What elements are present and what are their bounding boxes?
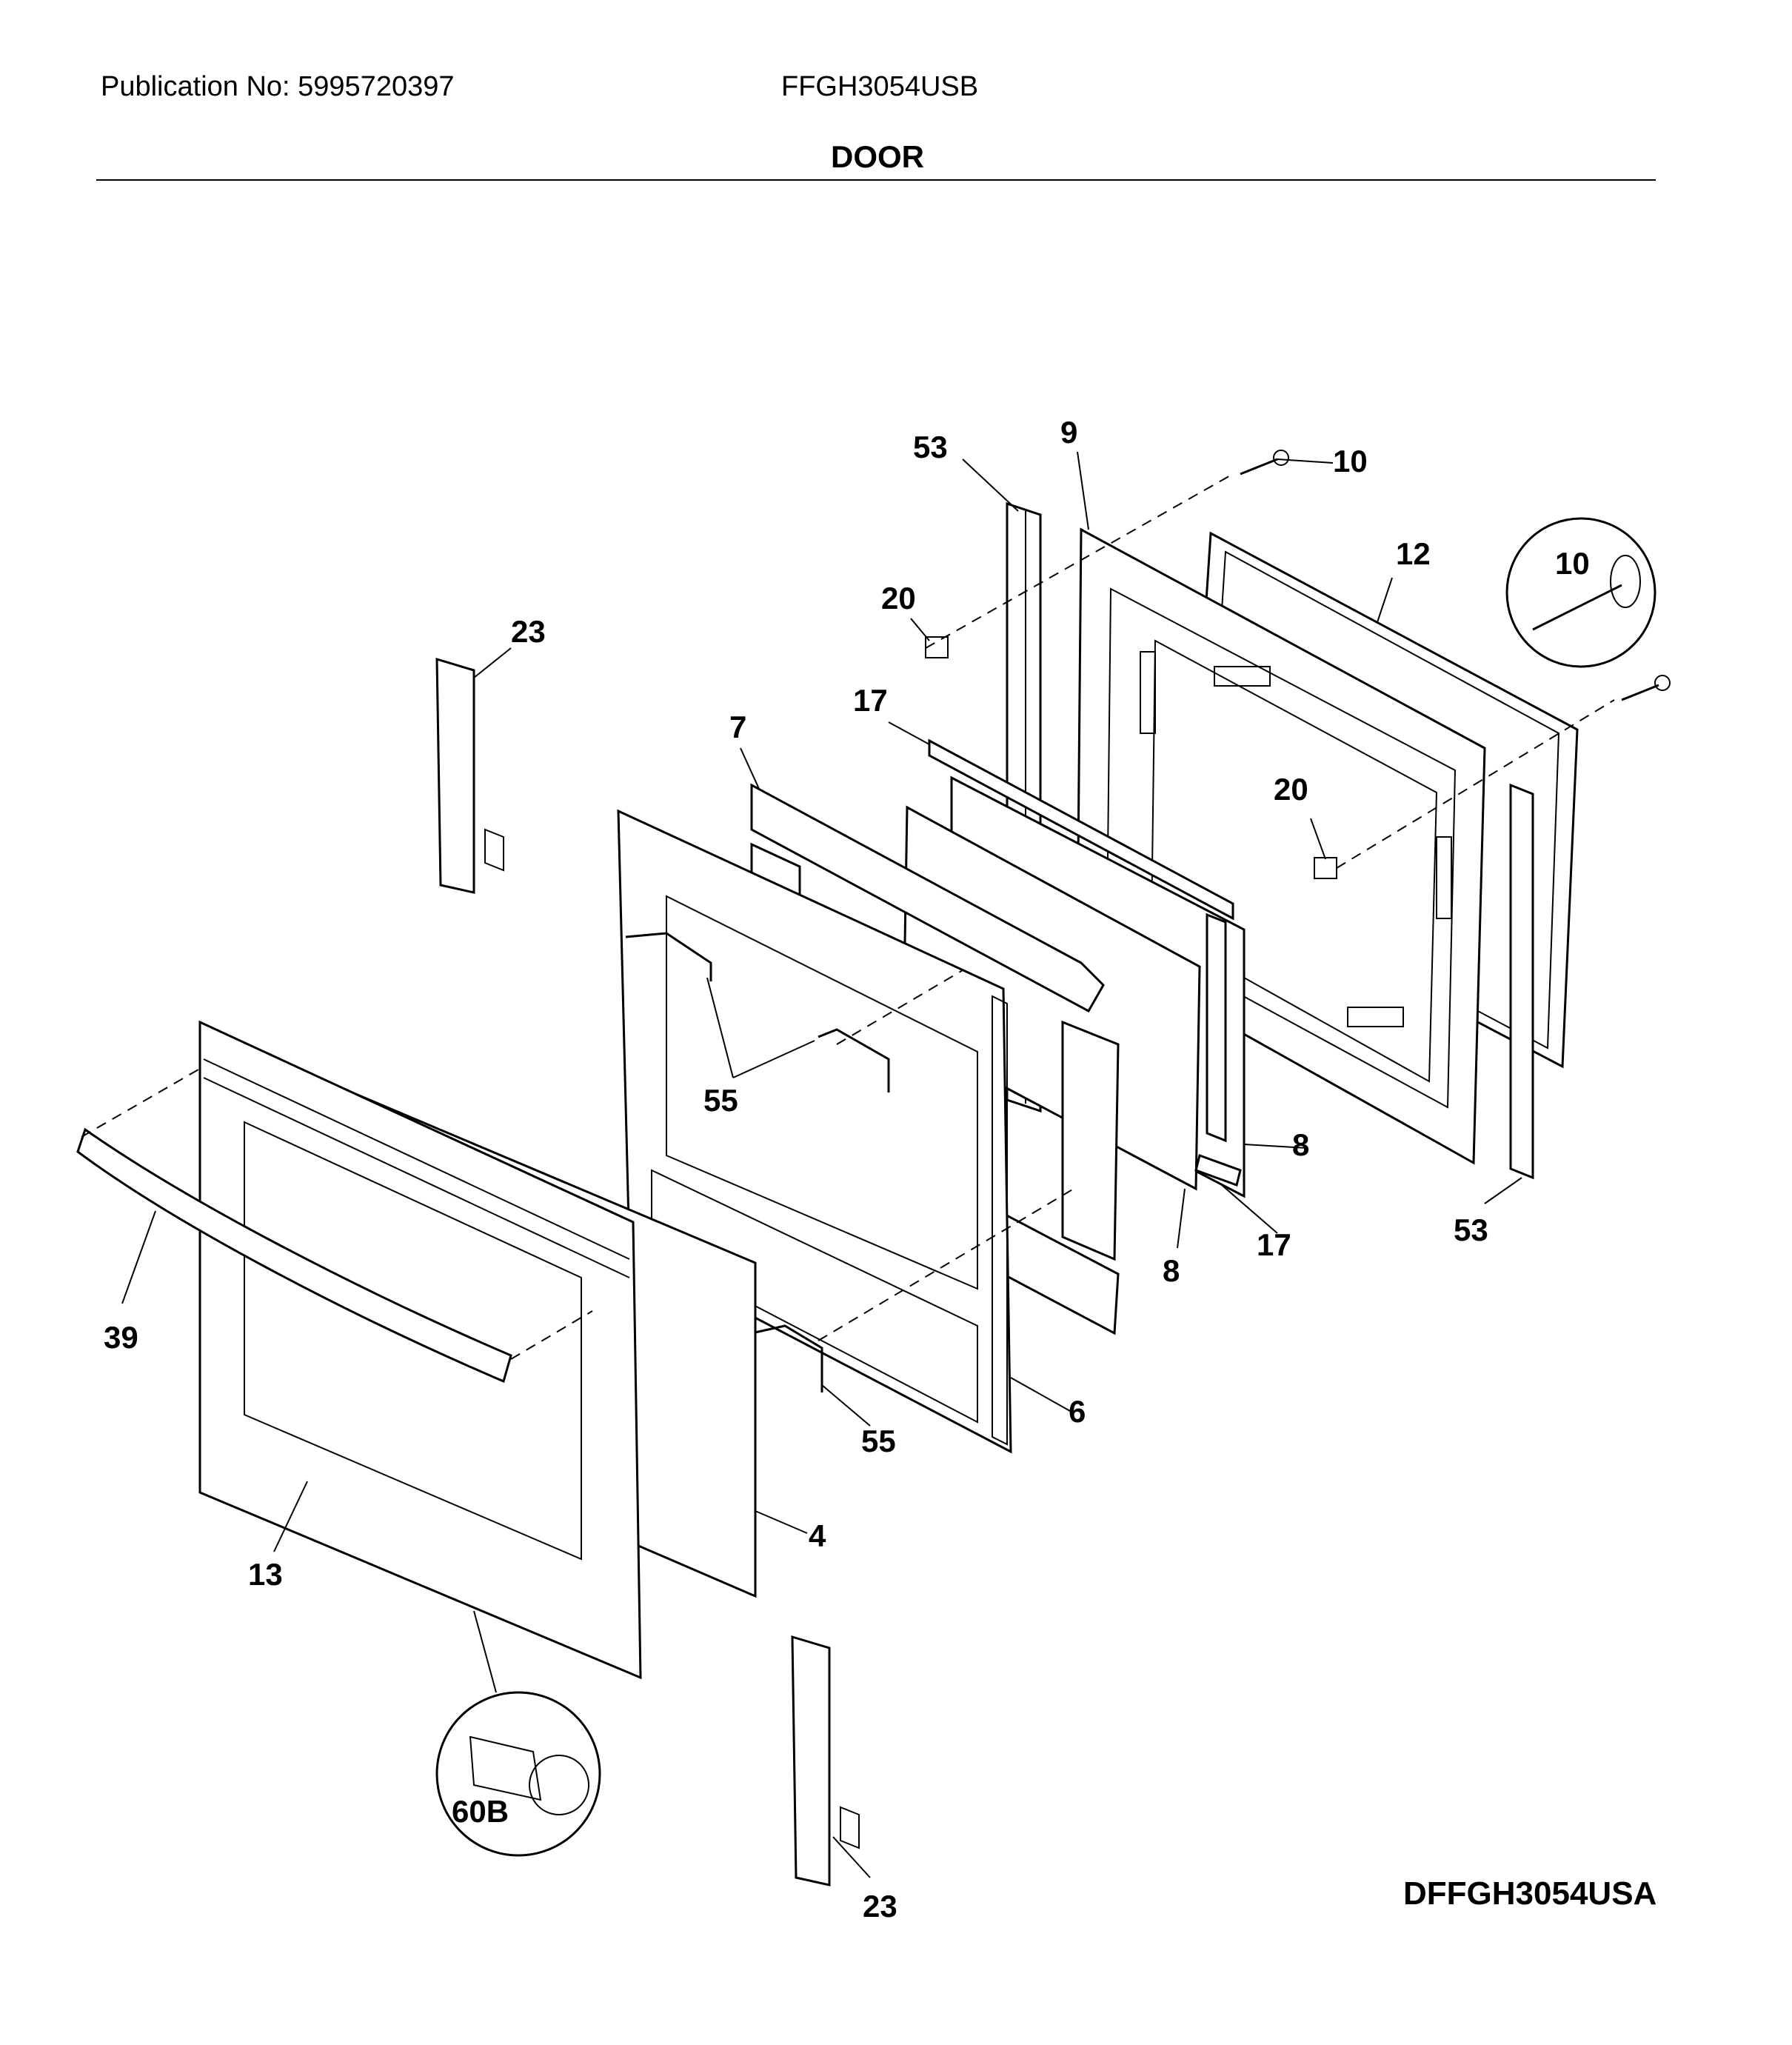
- alignment-lines: [81, 473, 1615, 1360]
- part-23-hinge-top: [435, 657, 504, 894]
- part-10-screw-detail: [1505, 517, 1656, 668]
- callout-39: 39: [104, 1320, 138, 1355]
- callout-53-bottom: 53: [1454, 1212, 1488, 1247]
- callout-17-bottom: 17: [1257, 1227, 1291, 1262]
- callout-8-bottom: 8: [1163, 1253, 1180, 1288]
- part-55-brackets: [625, 932, 890, 1392]
- part-53-side-channel-bottom: [1509, 783, 1534, 1180]
- callout-12: 12: [1396, 536, 1431, 571]
- part-39-handle: [76, 1127, 512, 1384]
- callout-13: 13: [248, 1557, 283, 1592]
- callout-23-bottom: 23: [863, 1889, 897, 1924]
- callout-55-mid: 55: [703, 1083, 738, 1118]
- callout-4: 4: [809, 1518, 826, 1553]
- publication-number: Publication No: 5995720397: [101, 71, 455, 102]
- callout-17-top: 17: [853, 683, 888, 718]
- part-10-screws: [1240, 450, 1671, 701]
- callout-8-right: 8: [1292, 1127, 1309, 1162]
- diagram-id: DFFGH3054USA: [1403, 1875, 1657, 1912]
- section-title: DOOR: [831, 139, 924, 174]
- callout-9: 9: [1060, 415, 1077, 450]
- model-number: FFGH3054USB: [781, 71, 979, 102]
- callout-7: 7: [729, 710, 746, 744]
- part-23-hinge-bottom: [791, 1635, 860, 1886]
- part-9-inner-panel: [1076, 527, 1486, 1165]
- callout-10-top: 10: [1333, 444, 1368, 478]
- callout-labels: 53 9 10 12 10 20 23 17 7 20 55 8 8 17 53…: [104, 415, 1590, 1924]
- header-rule: [96, 179, 1656, 181]
- callout-60b: 60B: [452, 1794, 509, 1829]
- callout-20-top: 20: [881, 581, 916, 615]
- callout-10-detail: 10: [1555, 546, 1590, 581]
- callout-6: 6: [1069, 1394, 1086, 1429]
- part-13-outer-door: [198, 1020, 642, 1680]
- callout-53-top: 53: [913, 430, 948, 464]
- part-17-spacer-strips: [928, 738, 1242, 1187]
- callout-20-mid: 20: [1274, 772, 1308, 807]
- callout-23-top: 23: [511, 614, 546, 649]
- callout-55-bottom: 55: [861, 1424, 896, 1458]
- part-60b-screw-detail: [435, 1691, 601, 1857]
- leader-lines: [121, 451, 1522, 1878]
